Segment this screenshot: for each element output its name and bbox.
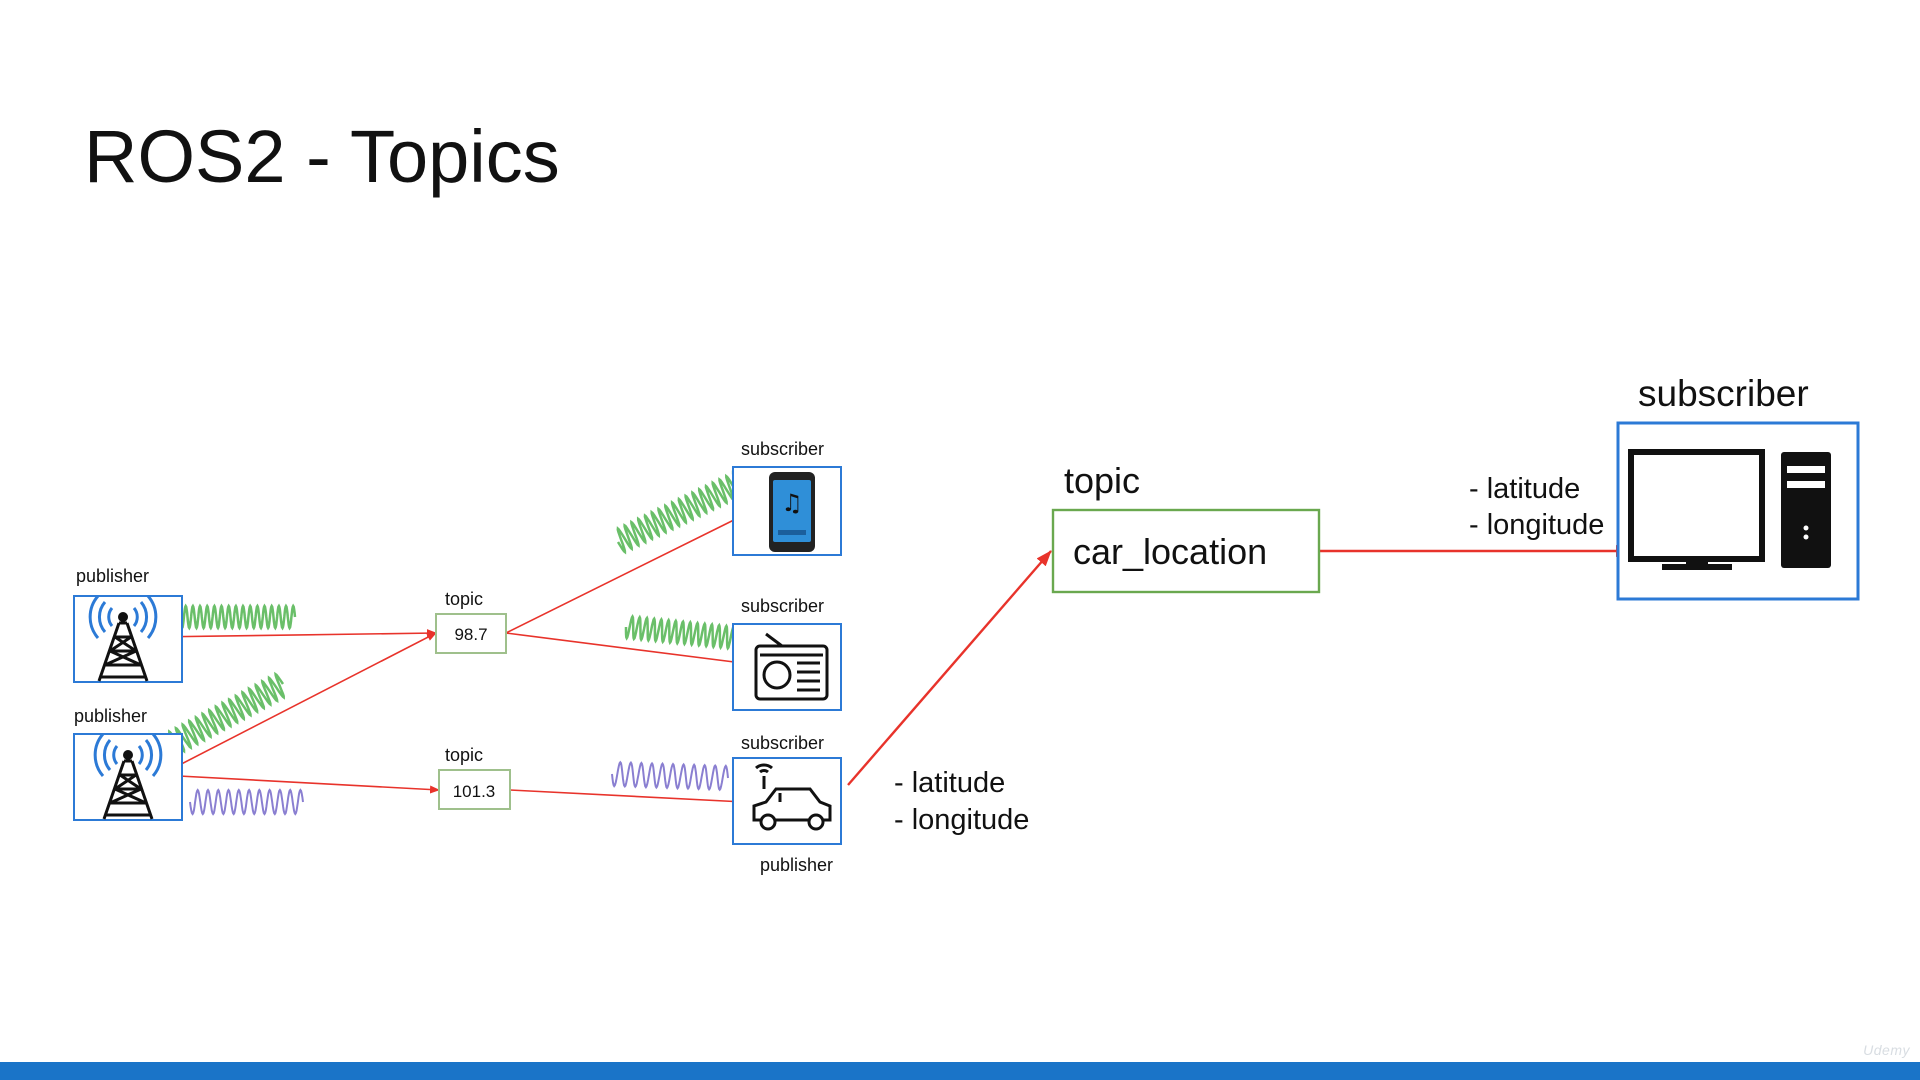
car-publisher-label: publisher: [760, 855, 833, 875]
subscriber-label-radio: subscriber: [741, 596, 824, 616]
arrow-topic-98-7-to-phone: [505, 511, 751, 634]
subscriber-node-radio: [732, 623, 842, 711]
bottom-bar: [0, 1062, 1920, 1080]
udemy-watermark: Udemy: [1863, 1042, 1910, 1058]
connected-car-icon: [752, 763, 832, 831]
signal-wave-publisher2-green: [168, 671, 285, 758]
desktop-computer-icon: [1628, 449, 1831, 570]
arrow-publisher2-to-topic-101-3: [159, 774, 440, 794]
publisher-label-2: publisher: [74, 706, 147, 726]
signal-wave-car-purple: [611, 760, 729, 792]
slide-title: ROS2 - Topics: [84, 115, 560, 198]
subscriber-node-car: [732, 757, 842, 845]
car-message-field-longitude: - longitude: [894, 804, 1029, 836]
subscriber-label-car: subscriber: [741, 733, 824, 753]
car-message-field-latitude: - latitude: [894, 767, 1005, 799]
radio-icon: [754, 632, 829, 701]
arrow-topic-98-7-to-radio: [505, 632, 751, 667]
arrow-publisher1-to-topic-98-7: [151, 629, 437, 638]
smartphone-music-icon: ♫: [769, 472, 815, 552]
svg-text:♫: ♫: [781, 489, 803, 517]
topic-caption-101-3: topic: [445, 745, 483, 765]
arrow-publisher2-to-topic-98-7: [159, 632, 437, 776]
signal-wave-phone-green: [616, 470, 742, 555]
signal-wave-publisher1-green: [164, 603, 297, 631]
topic-caption-98-7: topic: [445, 589, 483, 609]
topic-box-98-7: [435, 613, 507, 654]
computer-subscriber-label: subscriber: [1638, 373, 1809, 414]
car-location-topic-name: car_location: [1073, 531, 1267, 572]
arrow-car-to-car-location-topic: [847, 550, 1052, 786]
car-location-topic-box: [1051, 508, 1321, 594]
publisher-node-1: [73, 594, 183, 683]
signal-wave-publisher2-purple: [189, 788, 304, 816]
subscriber-node-phone: ♫: [732, 466, 842, 556]
topic-box-101-3: [438, 769, 511, 810]
arrow-topic-101-3-to-car: [509, 789, 745, 806]
topic-name-98-7: 98.7: [454, 625, 487, 644]
publisher-label-1: publisher: [76, 566, 149, 586]
computer-message-field-longitude: - longitude: [1469, 509, 1604, 541]
topic-name-101-3: 101.3: [453, 782, 496, 801]
subscriber-label-phone: subscriber: [741, 439, 824, 459]
car-location-topic-caption: topic: [1064, 460, 1140, 501]
computer-message-field-latitude: - latitude: [1469, 473, 1580, 505]
computer-subscriber-node: [1616, 421, 1860, 601]
publisher-node-2: [73, 732, 183, 821]
